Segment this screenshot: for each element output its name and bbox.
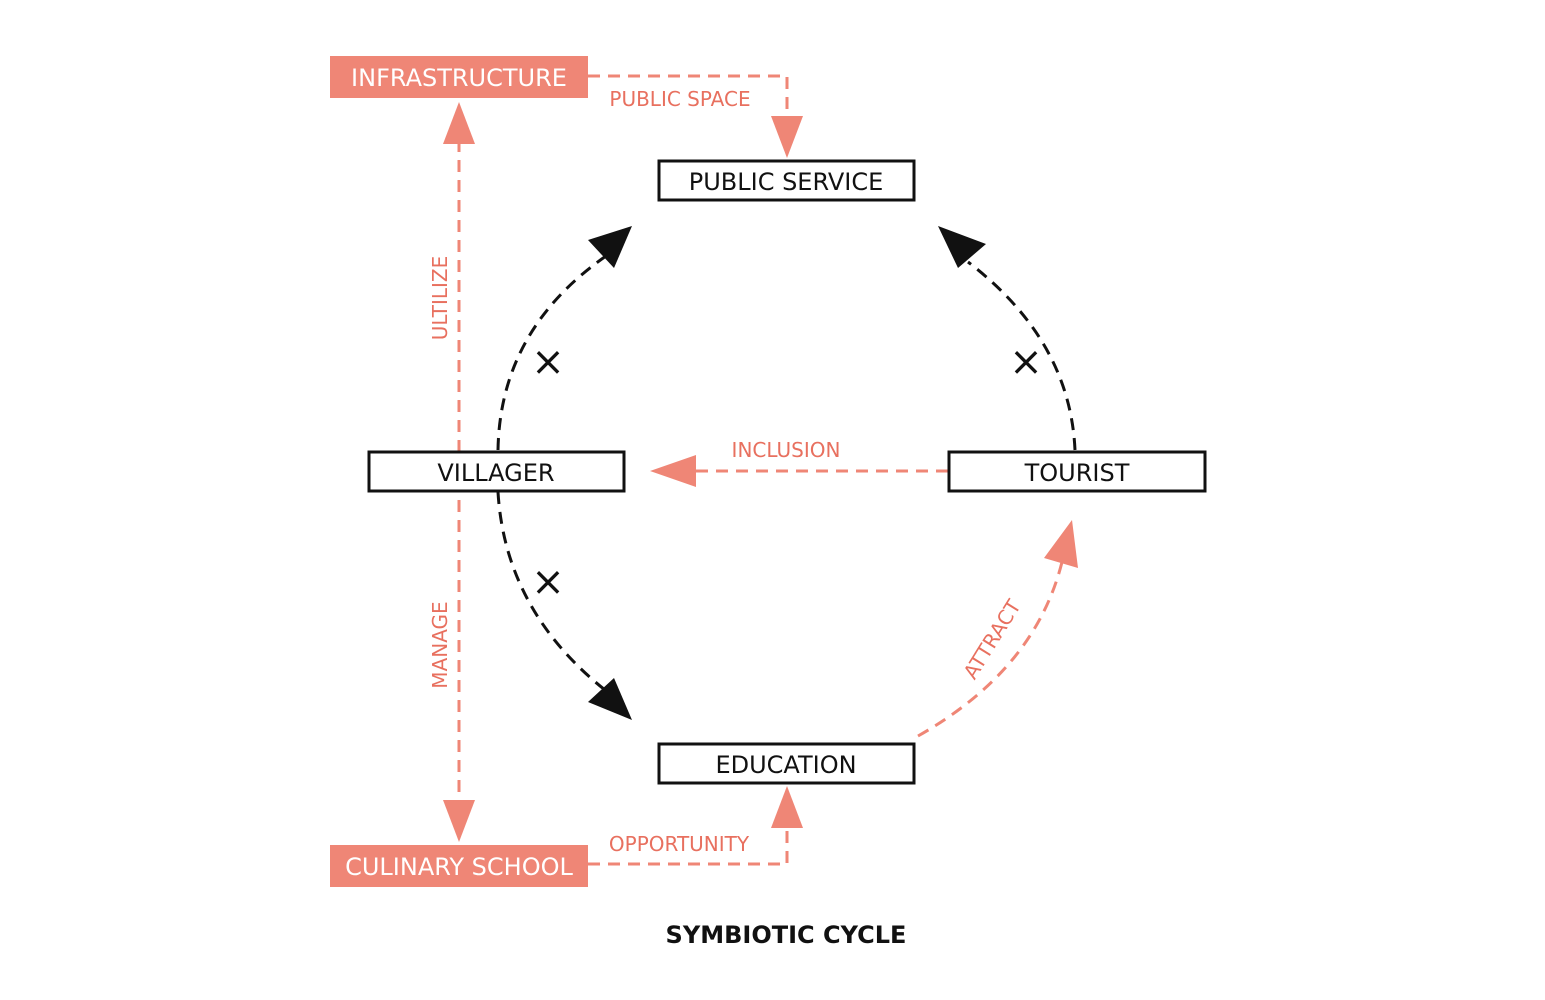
attract-label: ATTRACT — [958, 595, 1026, 684]
tourist-to-public-service-arrowhead — [938, 226, 986, 268]
infrastructure-box — [330, 56, 588, 98]
villager-box — [367, 450, 626, 493]
node-villager: VILLAGER — [367, 450, 626, 493]
manage-label: MANAGE — [428, 601, 452, 688]
opportunity-label: OPPORTUNITY — [609, 832, 750, 856]
public-space-label: PUBLIC SPACE — [609, 87, 750, 111]
tourist-label: TOURIST — [1024, 459, 1130, 487]
ultilize-arrowhead — [443, 102, 475, 144]
education-box — [657, 742, 916, 785]
node-tourist: TOURIST — [947, 450, 1207, 493]
inclusion-label: INCLUSION — [732, 438, 841, 462]
node-culinary-school: CULINARY SCHOOL — [330, 845, 588, 887]
public-service-box — [657, 159, 916, 202]
tourist-to-public-service-connector — [967, 260, 1077, 451]
villager-to-education-connector — [496, 491, 606, 692]
villager-to-public-service-arrowhead — [588, 226, 632, 268]
public-space-connector — [588, 74, 789, 122]
culinary-school-label: CULINARY SCHOOL — [345, 853, 573, 881]
node-education: EDUCATION — [657, 742, 916, 785]
inclusion-arrowhead — [650, 455, 696, 487]
blocked-marker-tourist-public-service: × — [1009, 339, 1043, 385]
culinary-school-box — [330, 845, 588, 887]
tourist-box — [947, 450, 1207, 493]
public-space-arrowhead — [771, 116, 803, 158]
infrastructure-label: INFRASTRUCTURE — [351, 64, 567, 92]
diagram-title: SYMBIOTIC CYCLE — [666, 921, 907, 949]
villager-label: VILLAGER — [437, 459, 554, 487]
education-label: EDUCATION — [715, 751, 856, 779]
villager-to-education-arrowhead — [588, 678, 632, 720]
blocked-marker-villager-public-service: × — [531, 339, 565, 385]
blocked-markers: × × × — [531, 339, 1043, 605]
manage-arrowhead — [443, 800, 475, 842]
villager-to-public-service-connector — [496, 254, 607, 451]
opportunity-connector — [588, 826, 789, 866]
node-public-service: PUBLIC SERVICE — [657, 159, 916, 202]
node-infrastructure: INFRASTRUCTURE — [330, 56, 588, 98]
blocked-marker-villager-education: × — [531, 559, 565, 605]
attract-arrowhead — [1044, 520, 1078, 568]
black-connectors — [496, 226, 1077, 720]
attract-connector — [917, 561, 1064, 738]
opportunity-arrowhead — [771, 786, 803, 828]
public-service-label: PUBLIC SERVICE — [689, 168, 884, 196]
ultilize-label: ULTILIZE — [428, 256, 452, 341]
